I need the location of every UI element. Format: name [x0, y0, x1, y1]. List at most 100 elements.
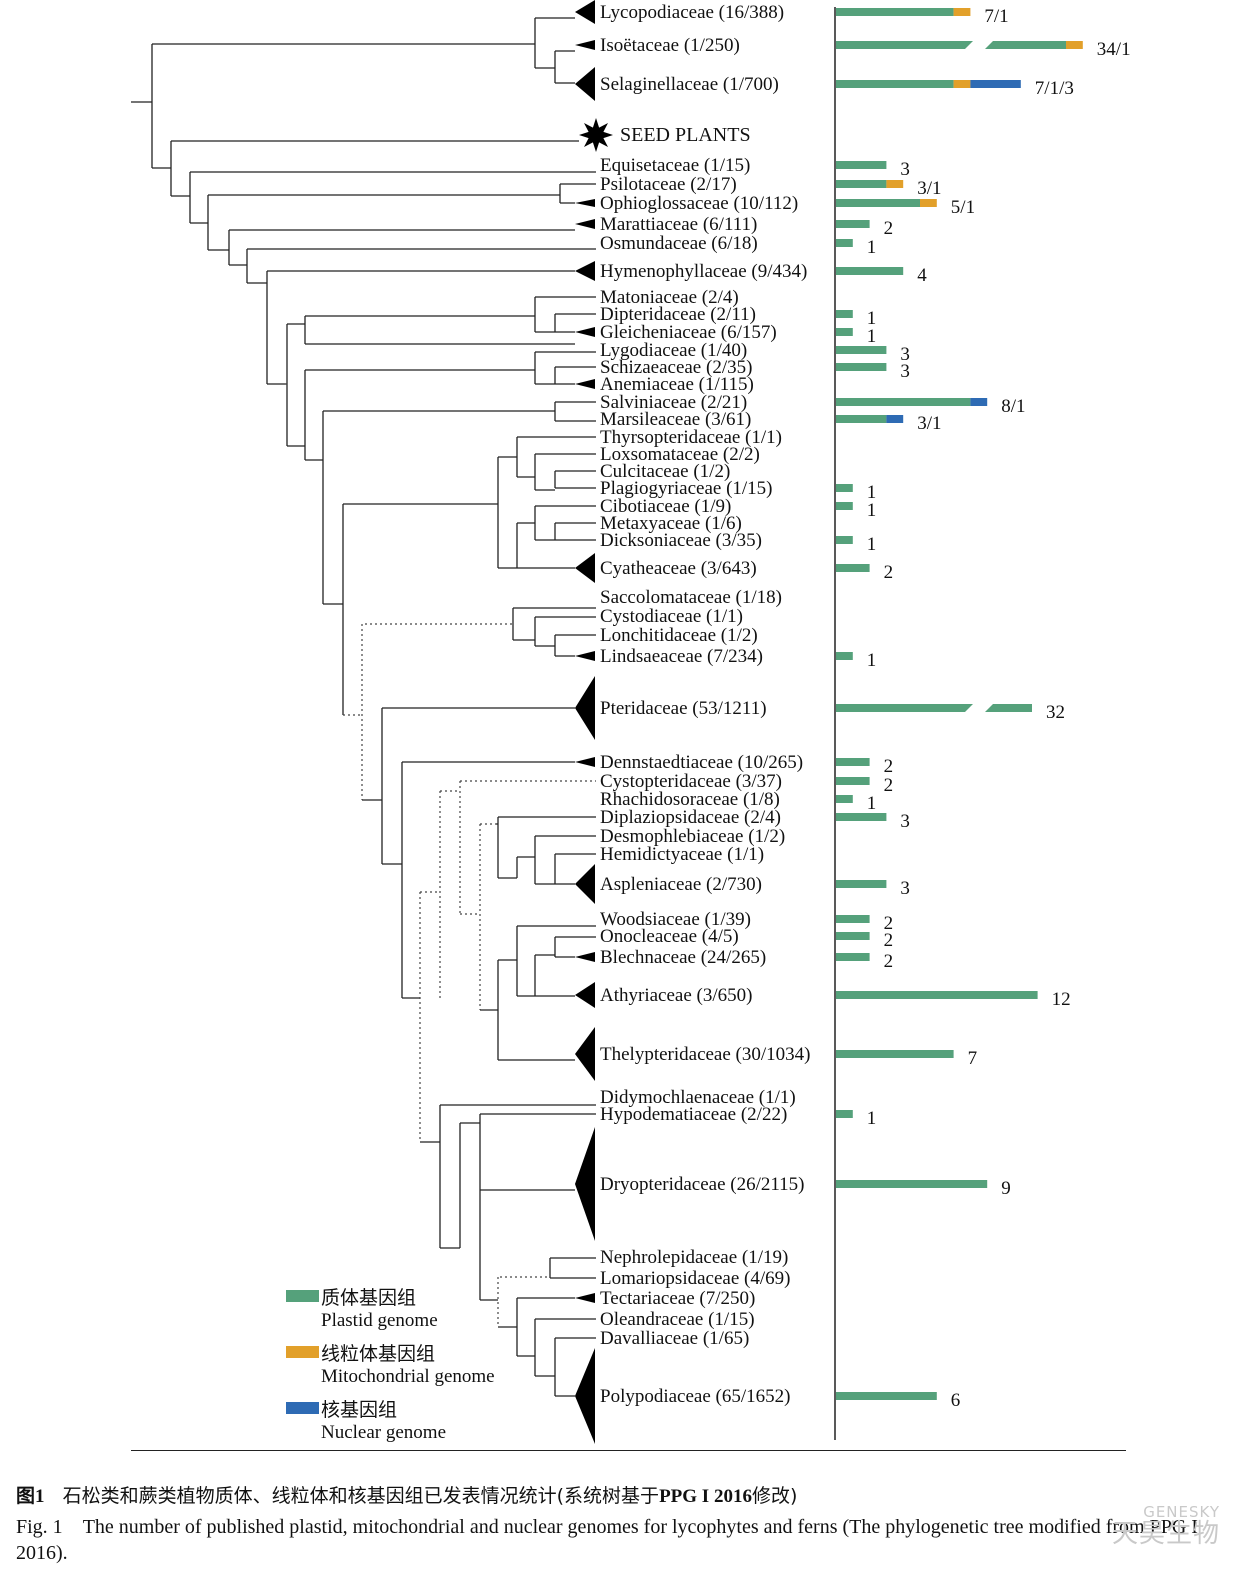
- bar-mitochondrial: [886, 180, 904, 188]
- tree-branch: [343, 623, 513, 800]
- legend-item-plastid: 质体基因组 Plastid genome: [286, 1283, 546, 1339]
- clade-triangle: [575, 67, 595, 101]
- legend-label-zh: 质体基因组: [321, 1287, 417, 1309]
- tree-branch: [480, 925, 596, 1061]
- taxon-label: Salviniaceae (2/21): [600, 392, 747, 413]
- data-label: 4: [917, 265, 927, 286]
- bar-plastid: [836, 310, 853, 318]
- seed-plants-star: [579, 118, 613, 152]
- taxon-label: Hymenophyllaceae (9/434): [600, 261, 807, 282]
- data-label: 7/1/3: [1035, 78, 1074, 99]
- tree-branch: [419, 780, 596, 1142]
- clade-triangle: [575, 1348, 595, 1444]
- tree-branch: [498, 505, 596, 569]
- data-label: 1: [867, 650, 877, 671]
- taxon-label: Lycopodiaceae (16/388): [600, 2, 784, 23]
- data-label: 8/1: [1001, 396, 1025, 417]
- caption-zh-end: 修改): [751, 1485, 798, 1507]
- taxon-label: Osmundaceae (6/18): [600, 233, 758, 254]
- bar-mitochondrial: [920, 199, 937, 207]
- bar-plastid-segment: [836, 41, 973, 49]
- bar-plastid: [836, 346, 887, 354]
- taxon-label: Equisetaceae (1/15): [600, 155, 750, 176]
- tree-branch: [152, 140, 596, 224]
- bar-plastid: [836, 1110, 853, 1118]
- taxon-label: Marattiaceae (6/111): [600, 214, 757, 235]
- taxon-label: Blechnaceae (24/265): [600, 947, 766, 968]
- phylogeny-figure: Lycopodiaceae (16/388)Isoëtaceae (1/250)…: [131, 0, 1131, 1444]
- clade-triangle: [575, 651, 595, 661]
- bar-plastid: [836, 161, 887, 169]
- taxon-label: Desmophlebiaceae (1/2): [600, 826, 785, 847]
- clade-triangle: [575, 676, 595, 740]
- watermark-text: 天昊生物: [1111, 1519, 1220, 1549]
- bar-plastid: [836, 564, 870, 572]
- bar-plastid: [836, 502, 853, 510]
- data-label: 7/1: [984, 6, 1008, 27]
- data-label: 3: [900, 878, 910, 899]
- tree-branch: [362, 707, 575, 999]
- taxon-labels: Lycopodiaceae (16/388)Isoëtaceae (1/250)…: [600, 2, 810, 1407]
- bar-nuclear: [970, 398, 988, 406]
- taxon-label: Aspleniaceae (2/730): [600, 874, 762, 895]
- legend-item-nuclear: 核基因组 Nuclear genome: [286, 1395, 546, 1451]
- clade-triangle: [575, 757, 595, 767]
- taxon-label: Matoniaceae (2/4): [600, 287, 739, 308]
- data-labels: 7/134/17/1/333/15/121411338/13/111121322…: [867, 6, 1131, 1411]
- data-label: 3: [900, 361, 910, 382]
- caption-zh-bold: PPG I 2016: [659, 1486, 752, 1507]
- taxon-label: Oleandraceae (1/15): [600, 1309, 755, 1330]
- taxon-label: Plagiogyriaceae (1/15): [600, 478, 773, 499]
- bar-plastid: [836, 953, 870, 961]
- data-label: 1: [867, 482, 877, 503]
- tree-branch: [342, 436, 596, 715]
- data-label: 7: [968, 1048, 978, 1069]
- clade-triangle: [575, 0, 595, 24]
- figure-caption: 图1 石松类和蕨类植物质体、线粒体和核基因组已发表情况统计(系统树基于PPG I…: [16, 1482, 1241, 1566]
- data-label: 2: [884, 562, 894, 583]
- tree-branch: [267, 296, 596, 446]
- taxon-label: Culcitaceae (1/2): [600, 461, 730, 482]
- clade-triangle: [575, 864, 595, 904]
- data-label: 2: [884, 930, 894, 951]
- data-label: 2: [884, 913, 894, 934]
- data-label: 2: [884, 775, 894, 796]
- bar-plastid: [836, 777, 870, 785]
- taxon-label: Lindsaeaceae (7/234): [600, 646, 763, 667]
- data-label: 6: [951, 1390, 961, 1411]
- bar-plastid: [836, 80, 954, 88]
- legend-label-en: Mitochondrial genome: [321, 1366, 495, 1387]
- data-label: 34/1: [1097, 39, 1131, 60]
- caption-en-text: The number of published plastid, mitocho…: [16, 1516, 1198, 1564]
- taxon-label: Ophioglossaceae (10/112): [600, 193, 798, 214]
- taxon-label: Lygodiaceae (1/40): [600, 340, 747, 361]
- taxon-label: Marsileaceae (3/61): [600, 409, 751, 430]
- taxon-label: Thyrsopteridaceae (1/1): [600, 427, 782, 448]
- bar-plastid-segment: [836, 704, 973, 712]
- clade-triangle: [575, 553, 595, 583]
- clade-triangle: [575, 1293, 595, 1303]
- data-label: 3: [900, 159, 910, 180]
- bar-plastid: [836, 652, 853, 660]
- tree-branch: [322, 401, 596, 605]
- bar-plastid: [836, 8, 954, 16]
- taxon-label: Schizaeaceae (2/35): [600, 357, 752, 378]
- data-label: 2: [884, 756, 894, 777]
- legend-label-en: Nuclear genome: [321, 1422, 447, 1443]
- bar-plastid: [836, 199, 920, 207]
- taxon-label: Diplaziopsidaceae (2/4): [600, 807, 781, 828]
- caption-zh-text: 石松类和蕨类植物质体、线粒体和核基因组已发表情况统计(系统树基于: [62, 1485, 660, 1507]
- taxon-label: Cibotiaceae (1/9): [600, 496, 731, 517]
- taxon-label: Onocleaceae (4/5): [600, 926, 739, 947]
- bar-plastid: [836, 932, 870, 940]
- bar-plastid-segment: [985, 41, 1066, 49]
- clade-triangle: [575, 1027, 595, 1081]
- clade-triangle: [575, 952, 595, 962]
- taxon-label: Cystopteridaceae (3/37): [600, 771, 782, 792]
- tree-branch: [287, 351, 596, 461]
- clade-triangle: [575, 982, 595, 1008]
- taxon-label: Nephrolepidaceae (1/19): [600, 1247, 788, 1268]
- taxon-label: Lonchitidaceae (1/2): [600, 625, 758, 646]
- clade-triangle: [575, 199, 595, 207]
- taxon-label: Cyatheaceae (3/643): [600, 558, 757, 579]
